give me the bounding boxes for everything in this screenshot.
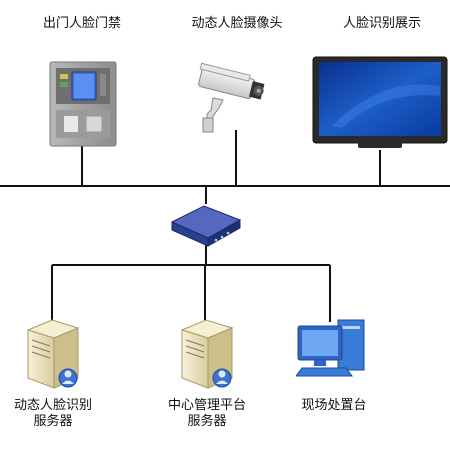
server-icon xyxy=(180,319,234,389)
management-server-label-line2: 服务器 xyxy=(187,414,227,429)
management-server-label: 中心管理平台 服务器 xyxy=(152,398,262,430)
recognition-server-label: 动态人脸识别 服务器 xyxy=(0,398,106,430)
face-access-terminal-icon xyxy=(49,61,117,147)
recognition-server-label-line1: 动态人脸识别 xyxy=(13,398,92,413)
desktop-computer-icon xyxy=(296,319,365,377)
recognition-server-label-line2: 服务器 xyxy=(33,414,73,429)
monitor-display-icon xyxy=(312,56,448,148)
workstation-label: 现场处置台 xyxy=(301,398,367,413)
network-switch-icon xyxy=(170,205,242,247)
management-server-label-line1: 中心管理平台 xyxy=(167,398,246,413)
server-icon xyxy=(26,319,80,389)
display-label: 人脸识别展示 xyxy=(342,16,421,31)
door-access-label: 出门人脸门禁 xyxy=(42,16,121,31)
security-camera-icon xyxy=(198,62,265,133)
camera-label: 动态人脸摄像头 xyxy=(191,16,283,31)
